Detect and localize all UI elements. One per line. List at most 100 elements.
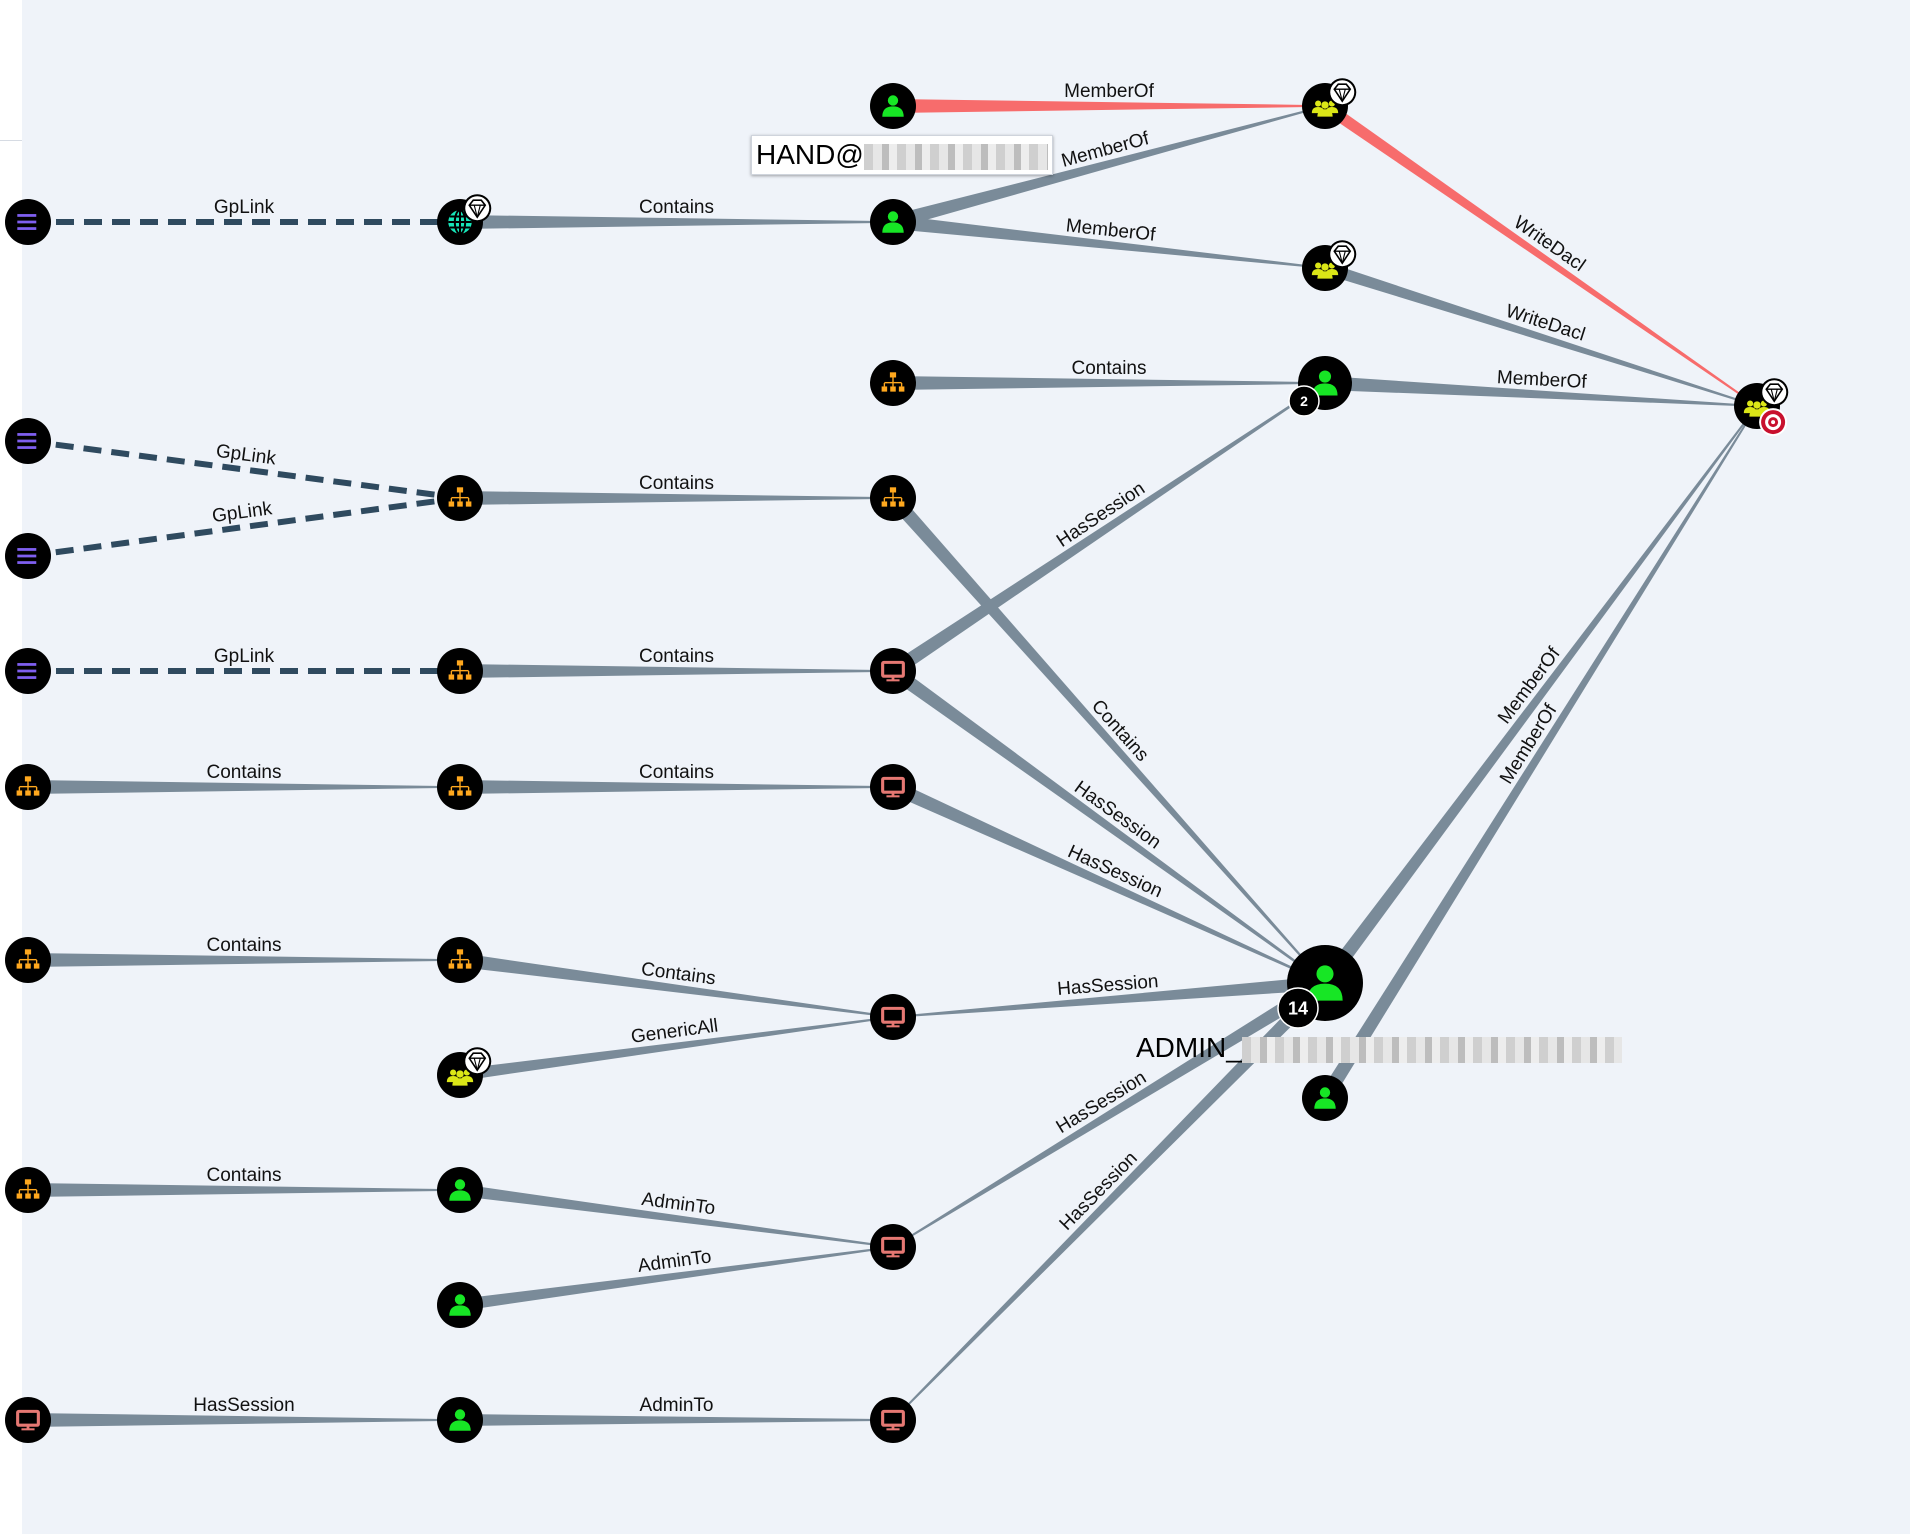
user-node[interactable] (437, 1167, 483, 1213)
user-icon (1314, 1087, 1336, 1109)
memberof-edge[interactable] (1319, 405, 1758, 1102)
computer-icon (16, 1409, 40, 1431)
svg-text:14: 14 (1288, 998, 1308, 1018)
ou-node[interactable] (437, 764, 483, 810)
user-node[interactable] (870, 83, 916, 129)
adminto-edge[interactable] (459, 1184, 894, 1248)
hassession-edge[interactable] (888, 665, 1326, 984)
edges-layer (27, 99, 1758, 1427)
gpo-node[interactable] (5, 648, 51, 694)
ou-node[interactable] (5, 937, 51, 983)
gplink-edge[interactable] (27, 438, 461, 501)
group-node[interactable] (1302, 240, 1357, 291)
high-value-diamond-icon (463, 194, 492, 223)
node-label-admin-text: ADMIN_ (1136, 1032, 1242, 1063)
edge-label: MemberOf (1064, 81, 1154, 102)
redacted-text (863, 143, 1048, 170)
edge-label: Contains (639, 473, 714, 494)
count-badge: 2 (1288, 385, 1320, 417)
memberof-edge[interactable] (892, 215, 1326, 269)
high-value-diamond-icon (463, 1047, 492, 1076)
hassession-edge[interactable] (890, 780, 1326, 984)
contains-edge[interactable] (887, 493, 1326, 984)
edge-label: Contains (639, 646, 714, 667)
user-icon (449, 1409, 471, 1431)
domain-node[interactable] (437, 194, 492, 245)
gpo-icon (17, 548, 37, 564)
user-node[interactable] (437, 1397, 483, 1443)
contains-edge[interactable] (460, 780, 893, 794)
memberof-edge[interactable] (891, 105, 1326, 229)
ou-node[interactable] (5, 1167, 51, 1213)
hassession-edge[interactable] (28, 1413, 460, 1427)
ou-node[interactable] (870, 475, 916, 521)
target-icon (1759, 408, 1788, 437)
high-value-diamond-icon (1760, 378, 1789, 407)
user-icon (882, 211, 904, 233)
ou-icon (448, 487, 472, 507)
contains-edge[interactable] (893, 376, 1325, 390)
hassession-edge[interactable] (892, 977, 1329, 1248)
svg-text:2: 2 (1300, 393, 1308, 409)
memberof-edge[interactable] (893, 99, 1325, 113)
ou-icon (448, 776, 472, 796)
computer-node[interactable] (5, 1397, 51, 1443)
gplink-edge[interactable] (27, 495, 461, 559)
group-node[interactable] (1302, 78, 1357, 129)
ou-node[interactable] (870, 360, 916, 406)
edge-label: AdminTo (640, 1395, 714, 1416)
node-label-hand-text: HAND@ (756, 139, 864, 170)
user-node[interactable]: 14 (1277, 945, 1363, 1029)
contains-edge[interactable] (460, 491, 893, 505)
computer-icon (881, 660, 905, 682)
memberof-edge[interactable] (1324, 376, 1758, 407)
computer-node[interactable] (870, 994, 916, 1040)
ou-node[interactable] (437, 475, 483, 521)
contains-edge[interactable] (460, 664, 893, 678)
genericall-edge[interactable] (459, 1016, 894, 1081)
ou-node[interactable] (437, 937, 483, 983)
computer-icon (881, 1006, 905, 1028)
contains-edge[interactable] (28, 1183, 460, 1197)
ou-node[interactable] (5, 764, 51, 810)
group-node[interactable] (437, 1047, 492, 1098)
gpo-node[interactable] (5, 418, 51, 464)
contains-edge[interactable] (460, 215, 893, 229)
contains-edge[interactable] (459, 953, 894, 1018)
edge-label: HasSession (193, 1395, 294, 1416)
writedacl-edge[interactable] (1323, 262, 1758, 407)
gpo-node[interactable] (5, 533, 51, 579)
contains-edge[interactable] (28, 780, 460, 794)
user-node[interactable] (870, 199, 916, 245)
user-node[interactable] (437, 1282, 483, 1328)
ou-node[interactable] (437, 648, 483, 694)
user-icon (449, 1179, 471, 1201)
ou-icon (448, 949, 472, 969)
user-icon (1307, 965, 1343, 1001)
computer-node[interactable] (870, 1397, 916, 1443)
memberof-edge[interactable] (1319, 405, 1758, 988)
adminto-edge[interactable] (459, 1246, 894, 1311)
computer-node[interactable] (870, 1224, 916, 1270)
nodes-layer: 2 14 (5, 78, 1789, 1443)
writedacl-edge[interactable] (1321, 101, 1758, 407)
gpo-node[interactable] (5, 199, 51, 245)
hassession-edge[interactable] (892, 976, 1326, 1018)
contains-edge[interactable] (28, 953, 460, 967)
hassession-edge[interactable] (892, 978, 1330, 1421)
adminto-edge[interactable] (460, 1414, 893, 1426)
group-node[interactable] (1734, 378, 1789, 437)
edge-label: Contains (207, 1165, 282, 1186)
node-label-admin: ADMIN_ (1136, 1030, 1622, 1066)
computer-node[interactable] (870, 648, 916, 694)
ou-icon (16, 949, 40, 969)
computer-icon (881, 1409, 905, 1431)
ou-icon (16, 1179, 40, 1199)
hassession-edge[interactable] (889, 382, 1326, 677)
user-node[interactable] (1302, 1075, 1348, 1121)
computer-node[interactable] (870, 764, 916, 810)
group-icon (1311, 100, 1339, 117)
edge-label: GpLink (214, 646, 275, 667)
user-node[interactable]: 2 (1288, 356, 1352, 417)
